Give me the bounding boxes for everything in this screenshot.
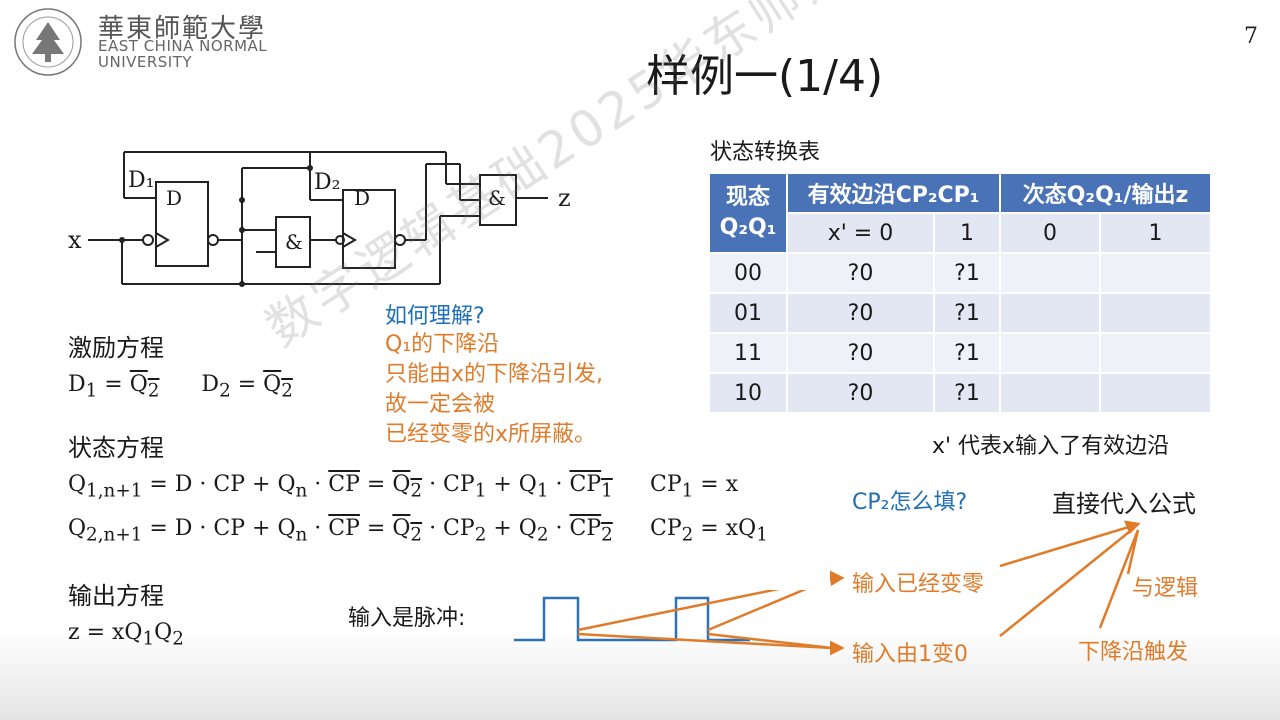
cp2-eq: CP2 = xQ1 bbox=[650, 516, 768, 546]
direct-substitution-note: 直接代入公式 bbox=[1052, 490, 1196, 518]
university-seal-icon bbox=[14, 8, 82, 76]
output-z-label: z bbox=[558, 184, 571, 212]
note-falling-edge-trigger: 下降沿触发 bbox=[1078, 640, 1189, 665]
state-equation-2: Q2,n+1 = D · CP + Qn · CP = Q2 · CP2 + Q… bbox=[68, 516, 613, 546]
and-gate-2-label: & bbox=[488, 186, 506, 210]
background-campus bbox=[0, 630, 1280, 720]
table-row: 00?0?1 bbox=[710, 254, 1210, 292]
note-input-fall: 输入由1变0 bbox=[852, 642, 968, 667]
note-and-logic: 与逻辑 bbox=[1132, 576, 1199, 601]
d1-label: D₁ bbox=[128, 168, 155, 193]
cp2-question: CP₂怎么填? bbox=[852, 490, 968, 515]
excitation-equations: D1 = Q2 D2 = Q2 bbox=[68, 372, 293, 402]
pulse-label: 输入是脉冲: bbox=[348, 606, 466, 631]
sub-header: 1 bbox=[935, 214, 999, 252]
note-input-zeroed: 输入已经变零 bbox=[852, 572, 985, 597]
sub-header: 0 bbox=[1001, 214, 1099, 252]
d2-label: D₂ bbox=[314, 170, 341, 195]
output-equation: z = xQ1Q2 bbox=[68, 620, 184, 650]
slide-title: 样例一(1/4) bbox=[646, 51, 884, 102]
circuit-diagram bbox=[88, 151, 548, 287]
x-prime-note: x' 代表x输入了有效边沿 bbox=[932, 434, 1170, 459]
excitation-heading: 激励方程 bbox=[68, 334, 164, 362]
logo-cn: 華東師範大學 bbox=[98, 14, 267, 44]
table-row: 10?0?1 bbox=[710, 374, 1210, 412]
note-question: 如何理解? bbox=[385, 304, 485, 329]
table-caption: 状态转换表 bbox=[710, 140, 821, 165]
sub-header: x' = 0 bbox=[788, 214, 933, 252]
annotation-arrows bbox=[830, 520, 1141, 656]
cp1-eq: CP1 = x bbox=[650, 472, 739, 502]
and-gate-1-label: & bbox=[285, 230, 303, 254]
ff2-d-label: D bbox=[354, 186, 371, 210]
header-effective-edge: 有效边沿CP₂CP₁ bbox=[788, 174, 999, 212]
header-next-state: 次态Q₂Q₁/输出z bbox=[1001, 174, 1210, 212]
note-explanation: Q₁的下降沿 只能由x的下降沿引发, 故一定会被 已经变零的x所屏蔽。 bbox=[385, 332, 604, 447]
state-heading: 状态方程 bbox=[68, 434, 164, 462]
ff1-d-label: D bbox=[166, 186, 183, 210]
sub-header: 1 bbox=[1101, 214, 1210, 252]
state-equation-1: Q1,n+1 = D · CP + Qn · CP = Q2 · CP1 + Q… bbox=[68, 472, 613, 502]
pulse-waveform bbox=[514, 590, 833, 650]
table-row: 11?0?1 bbox=[710, 334, 1210, 372]
logo-en: EAST CHINA NORMAL UNIVERSITY bbox=[98, 37, 268, 71]
table-row: 01?0?1 bbox=[710, 294, 1210, 332]
page-number: 7 bbox=[1244, 24, 1258, 49]
input-x-label: x bbox=[68, 226, 82, 254]
output-heading: 输出方程 bbox=[68, 582, 164, 610]
